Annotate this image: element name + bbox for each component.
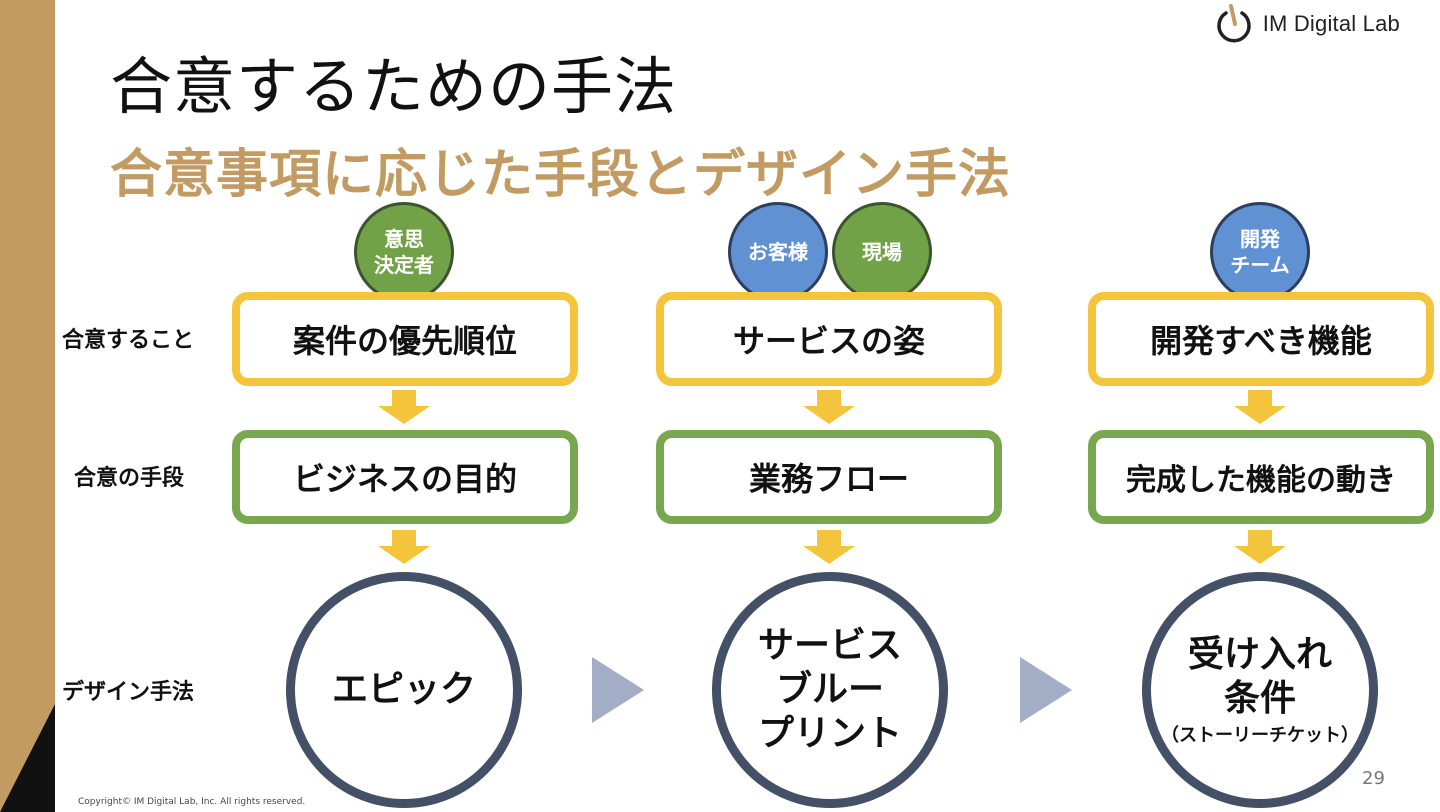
design-method-sub: （ストーリーチケット） (1161, 725, 1359, 746)
badge-label: 現場 (862, 240, 902, 264)
down-arrow-icon (1234, 390, 1286, 424)
means-text: 業務フロー (748, 460, 909, 498)
logo-text: IM Digital Lab (1262, 11, 1400, 36)
logo: IM Digital Lab (1215, 4, 1400, 44)
page-title: 合意するための手法 (110, 50, 678, 123)
page-subtitle: 合意事項に応じた手段とデザイン手法 (110, 145, 1012, 205)
means-box: 業務フロー (656, 430, 1002, 524)
badge-label: 意思 決定者 (374, 227, 434, 277)
design-method-line: ブルー (775, 669, 884, 710)
down-arrow-icon (803, 390, 855, 424)
down-arrow-icon (1234, 530, 1286, 564)
means-box: ビジネスの目的 (232, 430, 578, 524)
agreement-text: サービスの姿 (732, 322, 925, 360)
design-method-line: サービス (757, 625, 902, 666)
down-arrow-icon (803, 530, 855, 564)
design-method-line: エピック (331, 669, 476, 710)
copyright: Copyright© IM Digital Lab, Inc. All righ… (78, 797, 306, 807)
page-number: 29 (1362, 768, 1385, 789)
stakeholder-badge: 現場 (832, 202, 932, 302)
means-text: ビジネスの目的 (292, 460, 517, 498)
row-label-agree: 合意すること (62, 328, 195, 353)
corner-triangle (0, 704, 55, 812)
row-label-design: デザイン手法 (62, 680, 195, 705)
design-method-circle: 受け入れ 条件 （ストーリーチケット） (1142, 572, 1378, 808)
means-box: 完成した機能の動き (1088, 430, 1434, 524)
down-arrow-icon (378, 390, 430, 424)
stakeholder-badge: 開発 チーム (1210, 202, 1310, 302)
left-accent-bar (0, 0, 55, 812)
row-label-means: 合意の手段 (74, 466, 185, 491)
power-icon (1216, 4, 1251, 43)
agreement-box: 開発すべき機能 (1088, 292, 1434, 386)
right-arrow-icon (592, 657, 644, 723)
right-arrow-icon (1020, 657, 1072, 723)
agreement-box: サービスの姿 (656, 292, 1002, 386)
design-method-line: 受け入れ (1187, 634, 1332, 675)
stakeholder-badge: 意思 決定者 (354, 202, 454, 302)
design-method-line: プリント (757, 713, 902, 754)
agreement-box: 案件の優先順位 (232, 292, 578, 386)
badge-label: 開発 チーム (1230, 227, 1290, 277)
stakeholder-badge: お客様 (728, 202, 828, 302)
means-text: 完成した機能の動き (1126, 463, 1396, 498)
design-method-circle: エピック (286, 572, 522, 808)
design-method-line: 条件 (1223, 678, 1296, 719)
down-arrow-icon (378, 530, 430, 564)
design-method-circle: サービス ブルー プリント (712, 572, 948, 808)
badge-label: お客様 (748, 240, 808, 264)
agreement-text: 開発すべき機能 (1150, 322, 1372, 360)
agreement-text: 案件の優先順位 (292, 322, 517, 360)
